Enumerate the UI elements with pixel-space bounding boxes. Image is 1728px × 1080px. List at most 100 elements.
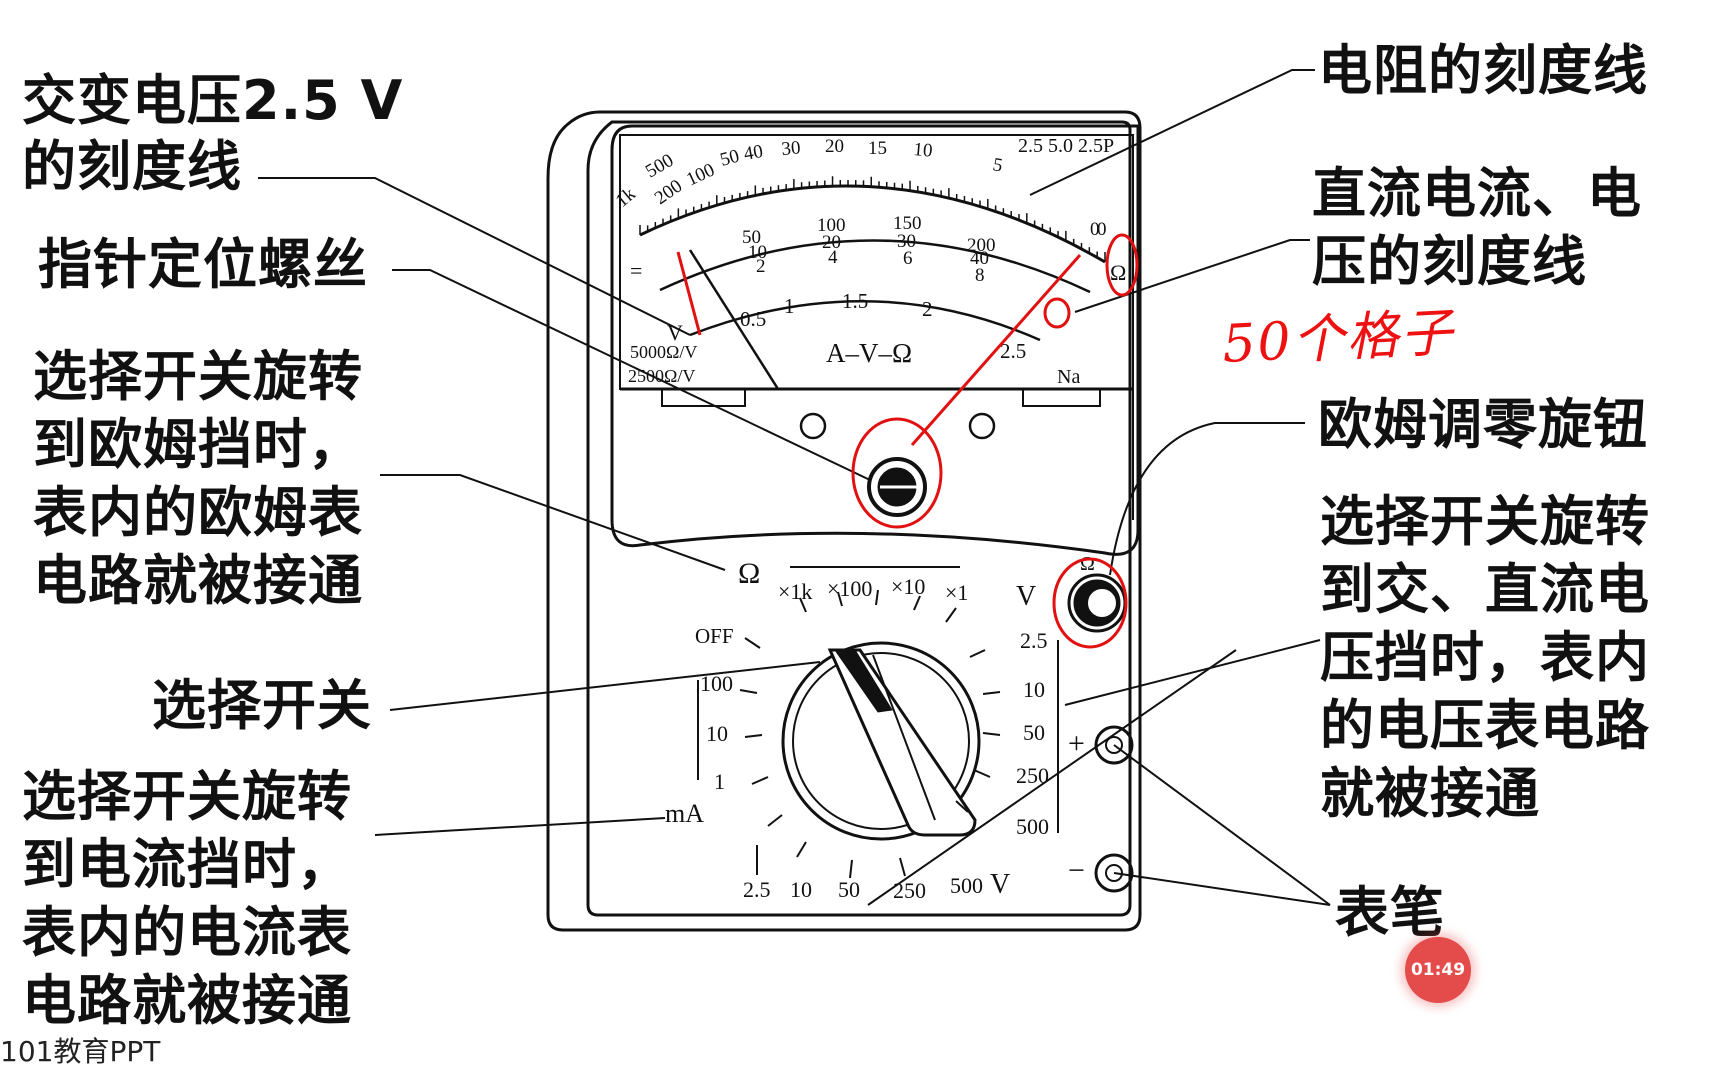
ohm-tick-0: 1k [612, 183, 640, 212]
watermark: 101教育PPT [0, 1035, 161, 1068]
ohm-zero-knob-label: 欧姆调零旋钮 [1318, 393, 1648, 456]
red-circle-zero [1043, 297, 1071, 329]
dc-scale-label: 直流电流、电 压的刻度线 [1312, 162, 1642, 293]
dc-mid-tick-0: 10 [748, 242, 767, 263]
v-bottom-label: V [990, 869, 1010, 900]
ac-tick-4: 2.5 [1000, 339, 1026, 363]
ohm-tick-6: 30 [781, 137, 802, 160]
top-right-scale: 2.5 5.0 2.5P [1018, 135, 1114, 157]
ohm-tick-7: 20 [825, 136, 844, 157]
ohm-tick-11: 0 [1090, 219, 1100, 240]
plus-label: + [1068, 727, 1085, 760]
dc-top-tick-1: 100 [817, 215, 846, 236]
ohm-mode-label: 选择开关旋转 到欧姆挡时， 表内的欧姆表 电路就被接通 [33, 345, 363, 612]
v-range-10[interactable]: 10 [1023, 677, 1045, 702]
spec-2500: 2500Ω/V [628, 366, 695, 386]
voltage-mode-label: 选择开关旋转 到交、直流电 压挡时，表内 的电压表电路 就被接通 [1320, 490, 1650, 825]
dc-low-tick-3: 8 [975, 265, 985, 286]
v-range-250[interactable]: 250 [1016, 763, 1049, 788]
leader-probe-plus [1113, 744, 1331, 906]
dc-arc [659, 239, 1091, 294]
leader-resistance-scale [1029, 69, 1315, 196]
positive-jack[interactable] [1094, 725, 1134, 765]
selector-dial-inner [792, 652, 970, 830]
red-circle-knob [1052, 557, 1128, 649]
leader-dc-scale [1074, 239, 1310, 313]
ac-tick-2: 1.5 [842, 289, 868, 313]
ohm-tick-4: 50 [718, 146, 742, 171]
ohm-range-x1k[interactable]: ×1k [778, 579, 812, 604]
resistance-scale-label: 电阻的刻度线 [1318, 39, 1648, 102]
pointer-needle [688, 249, 780, 390]
leader-ohm-mode [380, 474, 726, 571]
ac-tick-0: 0.5 [740, 307, 766, 331]
ohm-tick-10: 5 [991, 154, 1004, 176]
leader-ohm-knob [1109, 422, 1305, 576]
ac-scale-label: 交变电压2.5 V 的刻度线 [22, 69, 404, 198]
v-bottom-500[interactable]: 500 [950, 873, 983, 898]
leader-pointer-screw [392, 269, 871, 481]
leader-current-mode [374, 817, 666, 836]
ohm-range-x1[interactable]: ×1 [945, 580, 968, 605]
knob-omega: Ω [1080, 553, 1095, 575]
dc-top-tick-0: 50 [742, 227, 761, 248]
ohm-tick-3: 100 [683, 159, 718, 190]
dc-low-tick-1: 4 [828, 247, 838, 268]
dc-low-tick-2: 6 [903, 248, 913, 269]
v-range-2.5[interactable]: 2.5 [1020, 628, 1048, 653]
omega-right-mark: Ω [1110, 260, 1126, 285]
ohm-range-x10[interactable]: ×10 [891, 574, 925, 599]
model-text: A–V–Ω [826, 338, 912, 368]
scale-window [610, 124, 1140, 556]
v-range-500[interactable]: 500 [1016, 814, 1049, 839]
ac-tick-3: 2 [922, 297, 933, 321]
dial-v-label: V [1016, 581, 1036, 612]
v-bottom-2.5[interactable]: 2.5 [743, 877, 771, 902]
current-mode-label: 选择开关旋转 到电流挡时， 表内的电流表 电路就被接通 [22, 765, 352, 1032]
red-left-stroke [676, 251, 702, 336]
pointer-screw-label: 指针定位螺丝 [38, 233, 368, 296]
selector-knob[interactable] [827, 648, 977, 837]
leader-selector [389, 661, 821, 711]
ma-range-100[interactable]: 100 [700, 671, 733, 696]
dc-top-tick-3: 200 [967, 235, 996, 256]
ohm-tick-9: 10 [913, 139, 934, 162]
ac-tick-1: 1 [784, 294, 795, 318]
v-range-50[interactable]: 50 [1023, 720, 1045, 745]
ma-label: mA [665, 799, 704, 828]
dc-mid-tick-1: 20 [822, 232, 841, 253]
leader-ac-scale [258, 177, 691, 336]
v-bottom-250[interactable]: 250 [893, 878, 926, 903]
ohm-tick-5: 40 [742, 141, 764, 165]
spec-5000: 5000Ω/V [630, 342, 697, 362]
ohm-range-x100[interactable]: ×100 [827, 576, 872, 601]
red-circle-screw [851, 417, 943, 529]
negative-jack[interactable] [1094, 853, 1134, 893]
ma-range-10[interactable]: 10 [706, 721, 728, 746]
v-bottom-10[interactable]: 10 [790, 877, 812, 902]
resistance-arc [639, 184, 1106, 264]
ohm-tick-2: 200 [651, 176, 686, 210]
dc-top-tick-2: 150 [893, 213, 922, 234]
v-bottom-50[interactable]: 50 [838, 877, 860, 902]
dial-omega-label: Ω [738, 557, 760, 590]
ohm-tick-8: 15 [868, 138, 887, 159]
leader-voltage-mode [1064, 639, 1321, 706]
na-label: Na [1057, 366, 1080, 388]
ma-range-1[interactable]: 1 [714, 769, 725, 794]
timer-badge[interactable]: 01:49 [1405, 937, 1471, 1003]
pointer-screw[interactable] [867, 457, 927, 517]
dc-low-tick-0: 2 [756, 256, 766, 277]
selector-dial-outer [781, 641, 981, 841]
off-label[interactable]: OFF [695, 624, 734, 648]
leader-probe-minus [1113, 872, 1331, 906]
red-circle-ohm [1105, 233, 1139, 297]
ac-arc [689, 300, 1041, 342]
handwritten-note: 50个格子 [1220, 302, 1456, 376]
dc-mid-tick-2: 30 [897, 231, 916, 252]
v-mark: V [667, 320, 683, 345]
dc-mid-tick-3: 40 [970, 248, 989, 269]
zero-mark-1: 0 [1097, 219, 1107, 240]
probes-label: 表笔 [1335, 881, 1445, 944]
meter-body-outline [546, 110, 1142, 932]
